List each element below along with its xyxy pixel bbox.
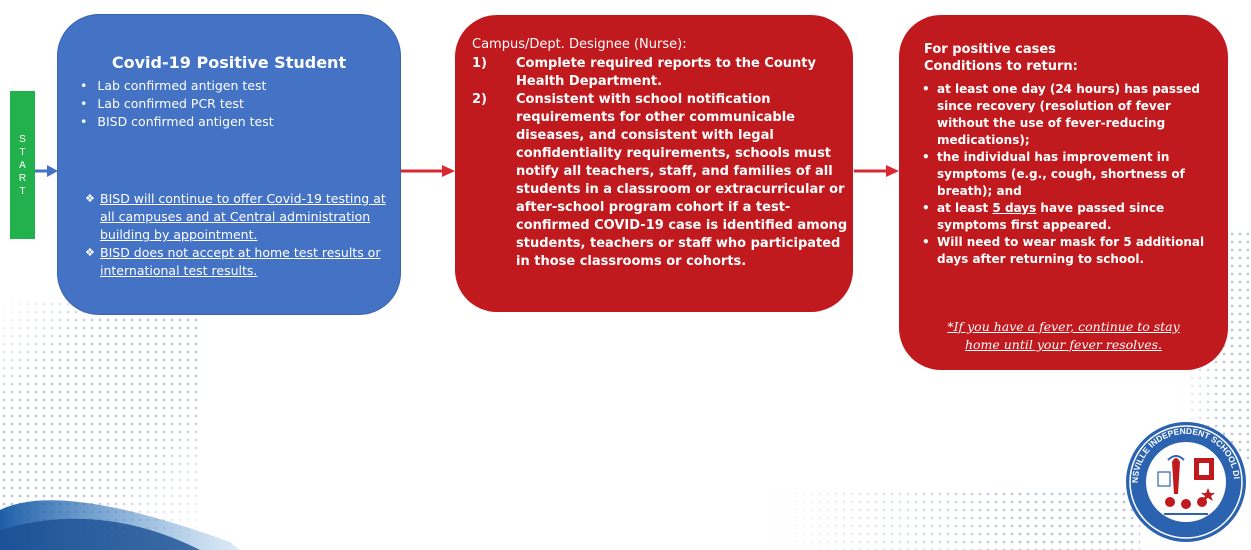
fever-footnote-line: *If you have a fever, continue to stay xyxy=(947,319,1180,334)
start-letter: T xyxy=(19,146,26,158)
testing-notes-list: ❖ BISD will continue to offer Covid-19 t… xyxy=(85,190,395,280)
list-item: Will need to wear mask for 5 additional … xyxy=(922,234,1217,268)
arrow-start-to-positive xyxy=(35,165,58,177)
testing-note-text: BISD does not accept at home test result… xyxy=(100,245,381,278)
list-item-text-after: have passed since symptoms first appeare… xyxy=(937,201,1165,232)
step-text: Consistent with school notification requ… xyxy=(516,92,848,269)
blue-swoosh-decoration xyxy=(0,500,240,550)
diamond-bullet-icon: ❖ xyxy=(85,246,95,259)
return-heading: For positive cases Conditions to return: xyxy=(924,41,1078,75)
designee-step: 2) Consistent with school notification r… xyxy=(472,91,852,271)
return-heading-line: Conditions to return: xyxy=(924,59,1078,74)
list-item-text: BISD confirmed antigen test xyxy=(97,114,274,129)
designee-heading: Campus/Dept. Designee (Nurse): xyxy=(472,37,687,52)
return-heading-line: For positive cases xyxy=(924,42,1056,57)
five-days-emphasis: 5 days xyxy=(992,201,1037,215)
test-type-list: Lab confirmed antigen test Lab confirmed… xyxy=(80,77,274,131)
return-conditions-list: at least one day (24 hours) has passed s… xyxy=(922,81,1217,268)
list-item-text-before: at least xyxy=(937,201,993,215)
list-item-text: Lab confirmed antigen test xyxy=(97,78,267,93)
arrow-positive-to-designee xyxy=(400,165,455,177)
testing-note: ❖ BISD does not accept at home test resu… xyxy=(85,244,395,280)
halftone-dots-bottom xyxy=(760,490,1140,550)
list-item-text: at least one day (24 hours) has passed s… xyxy=(937,82,1200,147)
step-number: 1) xyxy=(472,56,487,71)
list-item: the individual has improvement in sympto… xyxy=(922,149,1217,200)
list-item: at least 5 days have passed since sympto… xyxy=(922,200,1217,234)
positive-student-title: Covid-19 Positive Student xyxy=(111,53,347,72)
list-item: Lab confirmed PCR test xyxy=(80,95,274,113)
list-item-text: the individual has improvement in sympto… xyxy=(937,150,1185,198)
start-letter: A xyxy=(19,159,26,171)
testing-note: ❖ BISD will continue to offer Covid-19 t… xyxy=(85,190,395,244)
designee-step: 1) Complete required reports to the Coun… xyxy=(472,55,852,91)
list-item-text: Will need to wear mask for 5 additional … xyxy=(937,235,1205,266)
fever-footnote-line: home until your fever resolves. xyxy=(964,337,1163,352)
fever-footnote: *If you have a fever, continue to stay h… xyxy=(899,318,1228,354)
district-seal-logo: BROWNSVILLE INDEPENDENT SCHOOL DISTRICT … xyxy=(1124,414,1246,542)
list-item: at least one day (24 hours) has passed s… xyxy=(922,81,1217,149)
return-conditions-box: For positive cases Conditions to return:… xyxy=(899,15,1228,370)
list-item-text: Lab confirmed PCR test xyxy=(97,96,244,111)
designee-steps: 1) Complete required reports to the Coun… xyxy=(472,55,852,271)
arrow-designee-to-return xyxy=(854,165,899,177)
positive-student-box: Covid-19 Positive Student Lab confirmed … xyxy=(57,14,401,315)
step-text: Complete required reports to the County … xyxy=(516,56,816,89)
list-item: BISD confirmed antigen test xyxy=(80,113,274,131)
start-letter: R xyxy=(18,172,27,184)
designee-box: Campus/Dept. Designee (Nurse): 1) Comple… xyxy=(455,15,853,312)
testing-note-text: BISD will continue to offer Covid-19 tes… xyxy=(100,191,386,242)
diamond-bullet-icon: ❖ xyxy=(85,192,95,205)
start-letter: T xyxy=(19,185,26,197)
start-bar: S T A R T xyxy=(10,91,35,239)
start-letter: S xyxy=(19,133,26,145)
list-item: Lab confirmed antigen test xyxy=(80,77,274,95)
step-number: 2) xyxy=(472,92,487,107)
